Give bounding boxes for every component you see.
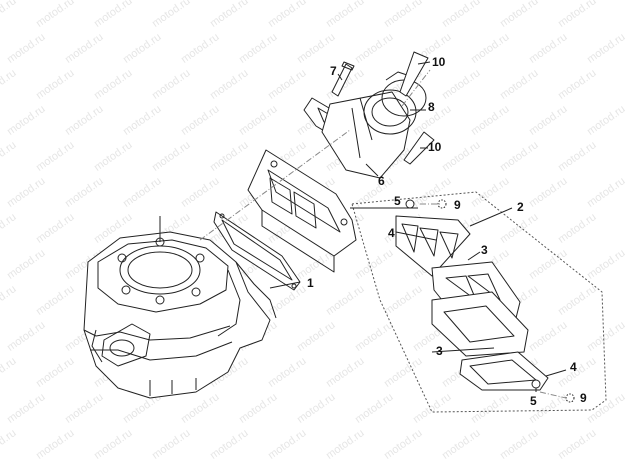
callout-3-upper: 3 — [481, 243, 488, 257]
gasket-1 — [213, 211, 301, 291]
callout-2: 2 — [517, 200, 524, 214]
reed-valve-body — [247, 149, 357, 273]
intake-flange — [321, 89, 417, 179]
callout-6: 6 — [378, 174, 385, 188]
callout-4-upper: 4 — [388, 226, 395, 240]
callout-10-upper: 10 — [432, 55, 446, 69]
callout-4-lower: 4 — [570, 360, 577, 374]
reed-cage — [431, 291, 529, 357]
callout-10-lower: 10 — [428, 140, 442, 154]
callout-8: 8 — [428, 100, 435, 114]
callout-3-lower: 3 — [436, 344, 443, 358]
callout-5-upper: 5 — [394, 194, 401, 208]
callout-7: 7 — [330, 64, 337, 78]
cylinder-block — [83, 216, 277, 399]
callout-9-lower: 9 — [580, 391, 587, 405]
leader-lines — [269, 61, 567, 392]
callout-5-lower: 5 — [530, 394, 537, 408]
centerlines — [199, 69, 567, 399]
callout-9-upper: 9 — [454, 198, 461, 212]
subassembly-outline — [351, 191, 607, 413]
reed-petal-top — [395, 215, 471, 277]
callout-1: 1 — [307, 276, 314, 290]
